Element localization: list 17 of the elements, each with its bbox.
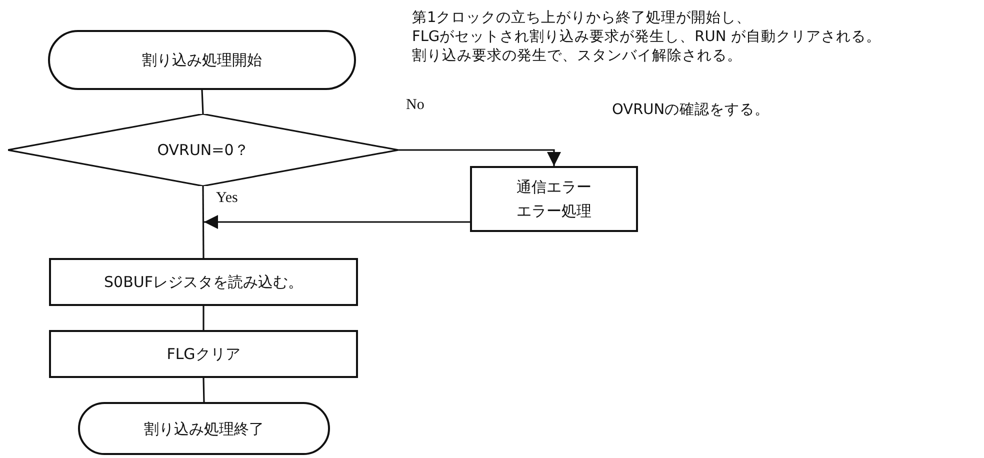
- connector-arrow: [398, 149, 561, 166]
- node-text: エラー処理: [516, 201, 592, 222]
- node-text: S0BUFレジスタを読み込む。: [104, 272, 303, 293]
- process-box: [49, 330, 358, 378]
- node-text: 割り込み処理開始: [142, 50, 262, 71]
- process-box: [49, 258, 358, 306]
- node-text: 通信エラー: [516, 177, 592, 198]
- annotation-text: 割り込み要求の発生で、スタンバイ解除される。: [412, 47, 742, 66]
- node-text: FLGクリア: [166, 344, 240, 365]
- process-box: [470, 166, 638, 232]
- annotation-text: OVRUNの確認をする。: [612, 101, 770, 120]
- annotation-text: 第1クロックの立ち上がりから終了処理が開始し、: [412, 9, 752, 28]
- node-text: OVRUN=0？: [157, 140, 249, 161]
- annotation-text: FLGがセットされ割り込み要求が発生し、RUN が自動クリアされる。: [412, 28, 881, 47]
- node-text: 割り込み処理終了: [144, 418, 264, 440]
- end-terminal: [78, 402, 330, 455]
- connector-arrow: [204, 215, 470, 229]
